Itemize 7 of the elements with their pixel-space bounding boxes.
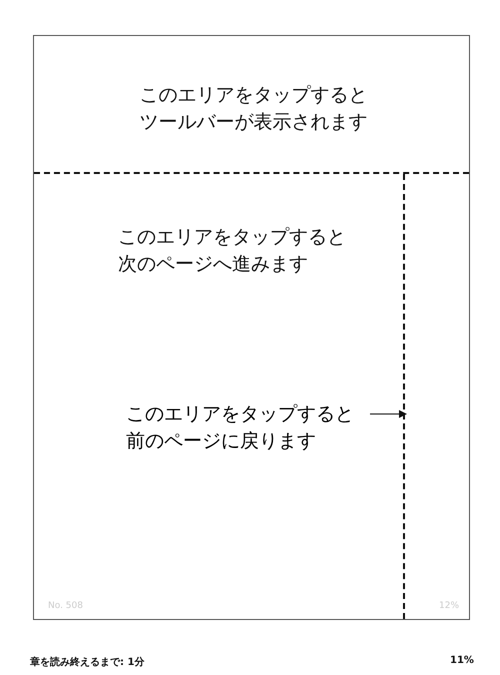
page-frame xyxy=(33,35,470,620)
callout-text: このエリアをタップすると前のページに戻ります xyxy=(126,401,366,455)
arrow xyxy=(370,410,407,418)
progress-percent: 11% xyxy=(450,655,474,666)
instruction-text: このエリアをタップすると次のページへ進みます xyxy=(118,225,347,277)
time-left-text: 章を読み終えるまで: 1分 xyxy=(30,655,144,669)
instruction-text: このエリアをタップするとツールバーが表示されます xyxy=(138,83,369,135)
